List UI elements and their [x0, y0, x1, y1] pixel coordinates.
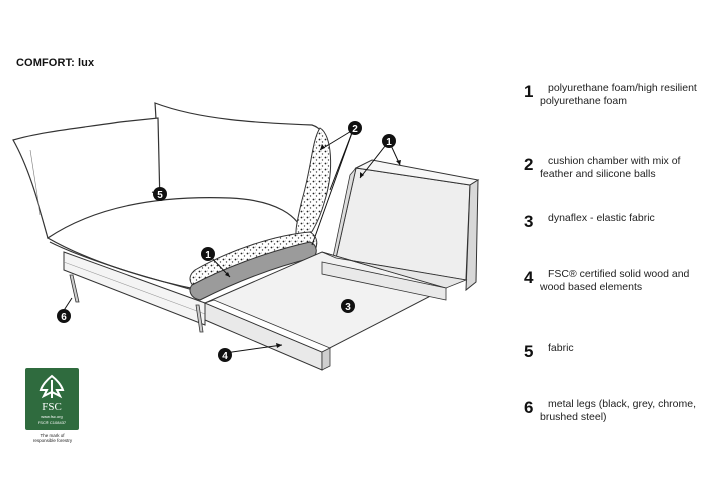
legend-number: 6: [524, 398, 534, 417]
fsc-tagline-line-2: responsible forestry: [32, 438, 73, 443]
badge-4: 4: [218, 348, 232, 362]
badge-1-seat-label: 1: [205, 250, 211, 261]
sofa-cross-section-diagram: 2 1 5 1 3 4 6: [12, 102, 480, 371]
badge-5: 5: [153, 187, 167, 201]
legend-number: 2: [524, 155, 534, 174]
legend-number: 4: [524, 268, 534, 287]
metal-leg: [69, 274, 80, 303]
legend-number: 1: [524, 82, 534, 101]
legend-text: cushion chamber with mix of feather and …: [540, 155, 681, 180]
fsc-logo: FSC www.fsc.org FSC® C108437 The mark of…: [25, 368, 80, 443]
page-title: COMFORT: lux: [16, 57, 95, 69]
legend-number: 3: [524, 212, 534, 231]
badge-1-top: 1: [382, 134, 396, 148]
fsc-tree-icon: [39, 374, 65, 399]
badge-2-label: 2: [352, 124, 358, 135]
badge-3: 3: [341, 299, 355, 313]
fsc-tagline: The mark of responsible forestry: [25, 433, 80, 443]
legend-text: metal legs (black, grey, chrome, brushed…: [540, 398, 697, 423]
legend-text: dynaflex - elastic fabric: [548, 212, 655, 224]
base-frame: [63, 251, 206, 326]
badge-1-top-label: 1: [386, 137, 392, 148]
badge-4-label: 4: [222, 351, 228, 362]
wood-rail-back: [321, 261, 447, 301]
fsc-word: FSC: [42, 401, 62, 413]
badge-2: 2: [348, 121, 362, 135]
fsc-badge: FSC www.fsc.org FSC® C108437: [25, 368, 79, 430]
badge-6-label: 6: [61, 312, 67, 323]
fsc-tagline-line-1: The mark of: [40, 433, 65, 438]
legend-text: fabric: [548, 342, 574, 354]
badge-6: 6: [57, 309, 71, 323]
badge-1-seat: 1: [201, 247, 215, 261]
badge-3-label: 3: [345, 302, 351, 313]
legend-number: 5: [524, 342, 534, 361]
legend-text: FSC® certified solid wood and wood based…: [540, 268, 690, 293]
fsc-code: FSC® C108437: [37, 420, 67, 425]
fsc-website: www.fsc.org: [41, 414, 63, 419]
badge-5-label: 5: [157, 190, 163, 201]
legend-text: polyurethane foam/high resilient polyure…: [540, 82, 697, 107]
